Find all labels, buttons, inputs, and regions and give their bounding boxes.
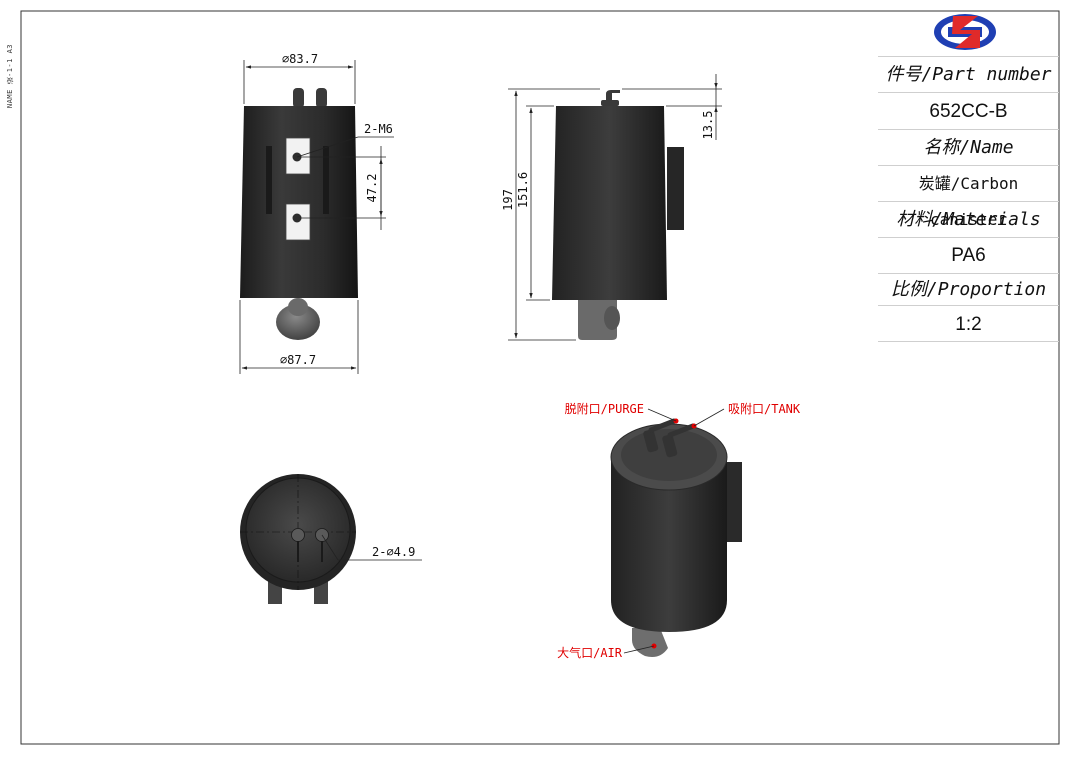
proportion-label: 比例/Proportion: [878, 273, 1059, 305]
tank-label: 吸附口/TANK: [728, 402, 801, 416]
thread-callout: 2-M6: [364, 122, 393, 136]
nozzle-height-dim: 13.5: [701, 111, 715, 140]
part-number-value: 652CC-B: [878, 92, 1059, 129]
top-view: 2-∅4.9: [240, 474, 422, 604]
front-view: ∅83.7 ∅87.7 2-M6 47.2: [239, 52, 394, 374]
sheet-id-label: NAME 设-1-1 A3: [6, 44, 14, 109]
dim-top-diameter: ∅83.7: [282, 52, 318, 66]
hole-spacing-dim: 47.2: [365, 174, 379, 203]
overall-height-dim: 197: [501, 189, 515, 211]
side-view: 197 151.6 13.5: [501, 74, 722, 341]
company-logo: [934, 14, 996, 50]
body-height-dim: 151.6: [516, 172, 530, 208]
name-label: 名称/Name: [878, 129, 1059, 165]
title-block: 件号/Part number 652CC-B 名称/Name 炭罐/Carbon…: [878, 12, 1059, 342]
logo-cell: [878, 12, 1059, 56]
name-value: 炭罐/Carbon canister: [878, 165, 1059, 229]
purge-label: 脱附口/PURGE: [565, 401, 644, 416]
air-label: 大气口/AIR: [557, 645, 623, 660]
materials-label: 材料/Materials: [878, 201, 1059, 237]
proportion-value: 1:2: [878, 305, 1059, 342]
part-number-label: 件号/Part number: [878, 56, 1059, 92]
port-callout: 2-∅4.9: [372, 545, 415, 559]
materials-value: PA6: [878, 237, 1059, 273]
dim-bottom-diameter: ∅87.7: [280, 353, 316, 367]
iso-view: 脱附口/PURGE 吸附口/TANK 大气口/AIR: [557, 401, 801, 660]
